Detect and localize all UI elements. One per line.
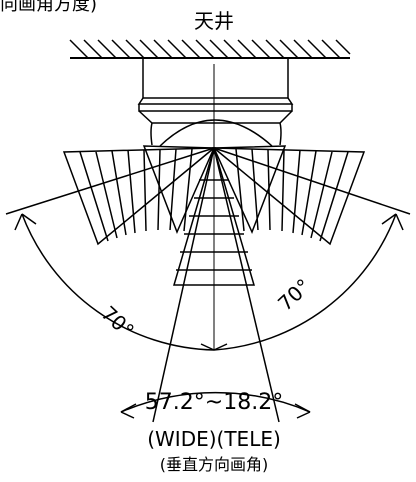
vertical-view-cone	[152, 145, 280, 423]
view-angle-range-label: 57.2°~18.2°	[145, 390, 283, 415]
dome-camera	[137, 58, 294, 147]
ceiling-hatching	[69, 39, 351, 59]
cropped-header-text: 向画角方度)	[0, 0, 97, 15]
view-angle-dimension	[120, 391, 311, 419]
right-tilt-angle-label: 70°	[273, 274, 315, 316]
vertical-view-angle-caption: (垂直方向画角)	[160, 455, 269, 474]
wide-tele-mode-label: (WIDE)(TELE)	[147, 427, 281, 451]
left-tilt-angle-label: 70°	[97, 301, 139, 343]
ceiling-label: 天井	[194, 9, 234, 33]
right-tilt-sector	[211, 145, 366, 246]
left-tilt-sector	[62, 145, 217, 246]
tilt-angle-arc	[5, 147, 411, 351]
